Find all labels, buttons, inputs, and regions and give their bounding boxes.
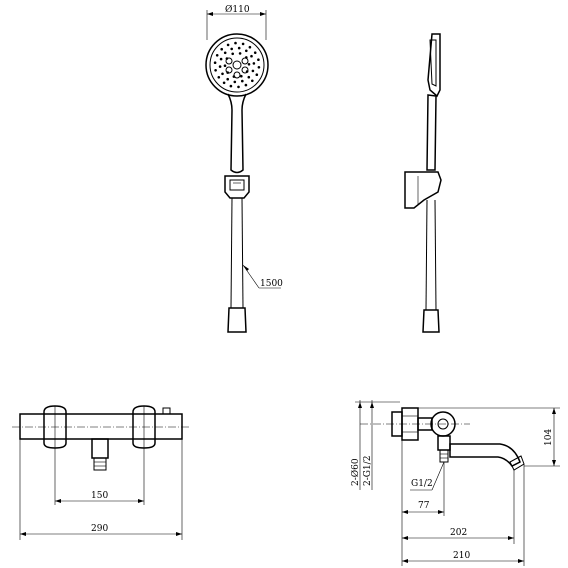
nozzle	[251, 69, 255, 73]
nozzle	[223, 64, 227, 67]
wall-holder-side	[404, 171, 442, 209]
nozzle	[241, 42, 245, 46]
head-diameter-label: Ø110	[225, 4, 250, 15]
nozzle	[255, 73, 259, 76]
bath-spout	[449, 443, 521, 467]
nozzle	[240, 74, 243, 78]
spout-reach-dimension: 202	[402, 470, 515, 544]
mixer-side-view: 2-Ø60 2-G1/2 G1/2 77 202	[350, 400, 560, 566]
overall-width-label: 290	[91, 524, 108, 534]
nozzle	[226, 43, 230, 47]
nozzle	[257, 66, 261, 69]
nozzle	[215, 54, 219, 57]
inlet-thread-label: 2-G1/2	[363, 456, 373, 486]
center-spacing-dimension: 150	[54, 448, 145, 505]
shower-head-side	[427, 33, 441, 98]
total-depth-label: 210	[453, 551, 470, 561]
shower-front-view: Ø110 1500	[205, 4, 283, 333]
outlet-thread-label: G1/2	[411, 479, 433, 489]
shower-handle	[227, 93, 247, 174]
outlet-offset-dimension: 77	[401, 440, 445, 566]
nozzle-pattern	[213, 41, 261, 89]
nozzle	[238, 52, 242, 55]
nozzle	[252, 62, 256, 65]
nozzle	[217, 76, 221, 79]
mixer-front-view: 150 290	[12, 405, 190, 540]
nozzle	[257, 58, 260, 61]
overall-width-dimension: 290	[19, 439, 183, 540]
wall-holder	[224, 175, 250, 199]
nozzle	[253, 51, 257, 54]
nozzle	[222, 81, 226, 85]
nozzle	[233, 80, 237, 84]
shower-head	[205, 33, 269, 97]
nozzle	[247, 63, 251, 66]
shower-hose	[227, 197, 247, 333]
nozzle	[237, 85, 240, 89]
outlet-thread-dimension: G1/2	[410, 461, 445, 491]
height-label: 104	[544, 429, 554, 446]
height-dimension: 104	[418, 407, 560, 467]
inlet-thread-dimension: 2-G1/2	[363, 400, 374, 490]
shower-side-view	[404, 33, 442, 333]
head-diameter-dimension: Ø110	[206, 4, 267, 40]
nozzle	[218, 65, 222, 68]
nozzle	[213, 61, 217, 64]
total-depth-dimension: 210	[402, 464, 525, 566]
nozzle	[229, 84, 233, 88]
spout-reach-label: 202	[450, 528, 467, 538]
right-handle	[132, 405, 156, 449]
nozzle	[226, 77, 229, 81]
nozzle	[230, 47, 233, 51]
hose-length-dimension: 1500	[242, 264, 283, 289]
nozzle	[250, 54, 253, 58]
nozzle	[223, 51, 227, 55]
left-handle	[43, 405, 67, 449]
shower-outlet	[91, 438, 109, 459]
nozzle	[245, 49, 248, 53]
nozzle	[248, 45, 252, 49]
nozzle	[241, 79, 244, 83]
nozzle	[214, 69, 217, 72]
nozzle	[251, 79, 254, 83]
nozzle	[231, 52, 234, 56]
shower-handle-side	[426, 94, 437, 171]
outlet-diameter-dimension: 2-Ø60	[350, 400, 400, 490]
outlet-offset-label: 77	[418, 501, 430, 511]
nozzle	[234, 41, 237, 45]
outlet-diameter-label: 2-Ø60	[350, 458, 361, 486]
nozzle	[237, 46, 241, 50]
nozzle	[221, 72, 224, 76]
center-spacing-label: 150	[91, 491, 108, 501]
nozzle	[247, 75, 251, 79]
nozzle	[244, 83, 248, 87]
hose-length-label: 1500	[260, 279, 283, 289]
nozzle	[220, 47, 223, 51]
nozzle	[219, 57, 223, 61]
